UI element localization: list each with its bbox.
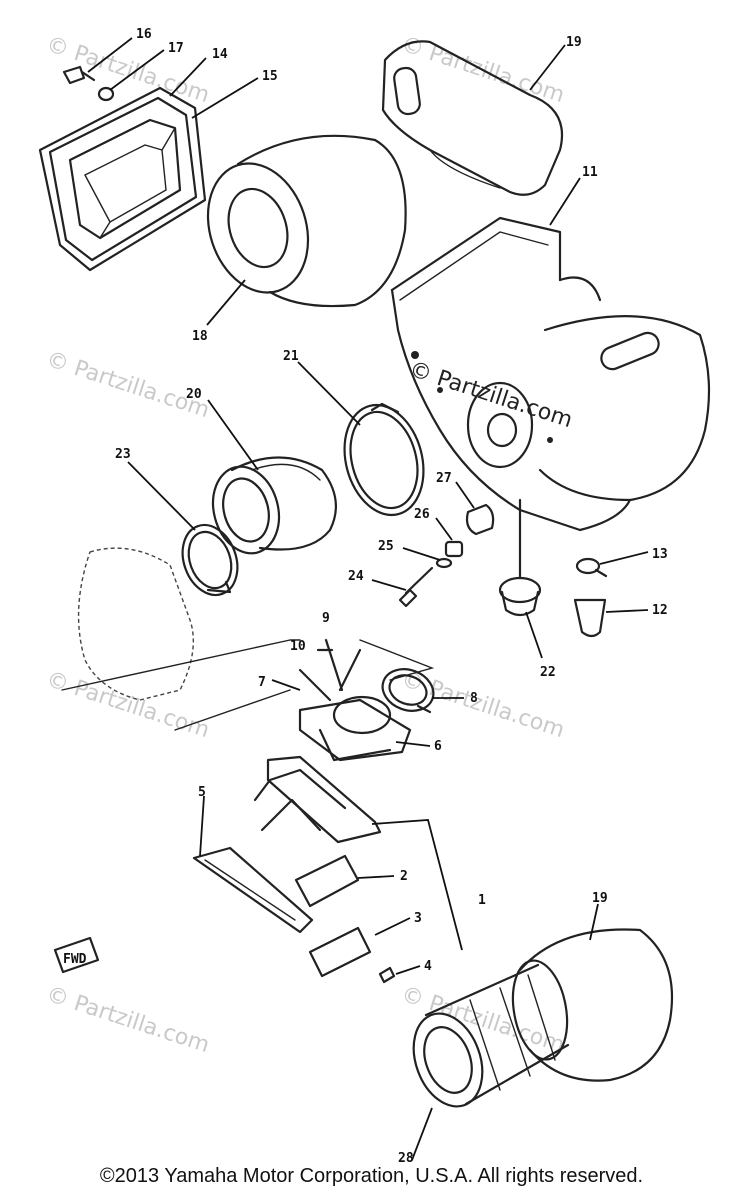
reed-valve-part-5 [192,755,382,934]
callout-28: 28 [398,1151,414,1166]
leader-lines [87,37,649,1161]
callout-19-bottom: 19 [592,891,608,906]
carburetor-outline [77,547,195,701]
callout-1: 1 [478,893,486,908]
callout-22: 22 [540,665,556,680]
filter-element-part-19-lower [511,928,674,1082]
callout-17: 17 [168,41,184,56]
callout-2: 2 [400,869,408,884]
callout-5: 5 [198,785,206,800]
callout-25: 25 [378,539,394,554]
bolt-part-24 [398,566,434,608]
callout-8: 8 [470,691,478,706]
callout-18: 18 [192,329,208,344]
cover-part-19 [381,40,564,196]
callout-11: 11 [582,165,598,180]
washer-part-25 [435,557,453,569]
callout-9: 9 [322,611,330,626]
callout-19-top: 19 [566,35,582,50]
bracket-outline [61,639,435,731]
callout-24: 24 [348,569,364,584]
airbox-part-11 [390,216,711,532]
copyright-notice: ©2013 Yamaha Motor Corporation, U.S.A. A… [99,1165,644,1187]
reed-stopper-part-3 [308,926,372,978]
drain-part-22 [498,498,542,617]
clip-part-13 [575,557,608,578]
cover-part-14 [38,86,207,272]
collar-part-26 [444,540,464,558]
callout-26: 26 [414,507,430,522]
clamp-part-21 [343,402,425,517]
callout-7: 7 [258,675,266,690]
callout-16: 16 [136,27,152,42]
watermark: © Partzilla.com [43,347,212,423]
reed-part-2 [294,854,360,908]
callout-3: 3 [414,911,422,926]
callout-21: 21 [283,349,299,364]
callout-10: 10 [290,639,306,654]
callout-12: 12 [652,603,668,618]
filter-cage-part-28 [412,963,570,1108]
bolt-part-16 [62,65,96,85]
watermark: © Partzilla.com [43,982,212,1058]
svg-text:FWD: FWD [63,952,87,967]
callout-15: 15 [262,69,278,84]
callout-4: 4 [424,959,432,974]
fwd-arrow-icon: FWD [53,936,100,974]
callout-6: 6 [434,739,442,754]
callout-27: 27 [436,471,452,486]
callout-23: 23 [115,447,131,462]
callout-14: 14 [212,47,228,62]
manifold-part-6 [298,695,412,762]
callout-13: 13 [652,547,668,562]
grommet-part-27 [465,503,495,536]
screw-part-4 [378,966,396,984]
watermark: © Partzilla.com [43,667,212,743]
clamp-part-23 [181,523,239,597]
joint-part-20 [211,456,337,555]
screws-part-9-10-7 [298,638,362,702]
cap-part-12 [573,598,607,638]
washer-part-17 [97,86,115,102]
filter-element-part-18 [206,134,407,308]
callout-20: 20 [186,387,202,402]
